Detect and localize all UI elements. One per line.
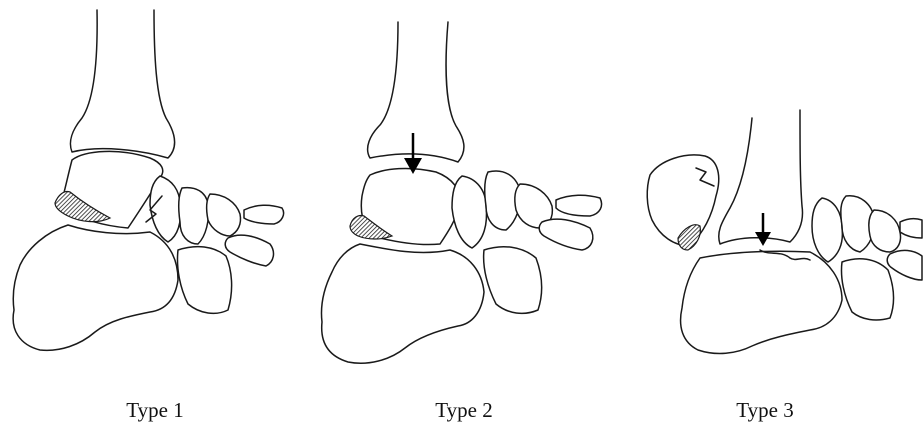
panel-type-1: [13, 10, 283, 350]
tibia-bone: [719, 110, 803, 244]
cuboid-bone: [484, 247, 542, 314]
metatarsal-bone-1: [556, 195, 602, 216]
cuboid-bone: [841, 259, 893, 320]
cuneiform-bone-3: [539, 219, 593, 250]
type-1-label: Type 1: [75, 398, 235, 423]
cuboid-bone: [177, 247, 231, 314]
cuneiform-bone-3: [225, 235, 273, 266]
calcaneus-bone: [681, 251, 842, 353]
panel-type-3: [647, 110, 922, 353]
cuneiform-bone-3: [887, 250, 922, 280]
navicular-bone: [150, 176, 181, 242]
navicular-bone: [812, 198, 842, 262]
cuneiform-bone-2: [207, 194, 241, 236]
navicular-bone: [452, 176, 486, 248]
cuneiform-bone-1: [179, 188, 209, 244]
panel-type-2: [321, 22, 601, 363]
type-2-label: Type 2: [384, 398, 544, 423]
calcaneus-bone: [13, 225, 178, 350]
tibia-bone: [70, 10, 174, 158]
calcaneus-bone: [321, 244, 484, 363]
tibia-bone: [368, 22, 464, 162]
cuneiform-bone-2: [869, 210, 901, 252]
metatarsal-bone-1: [244, 205, 284, 224]
type-3-label: Type 3: [685, 398, 845, 423]
metatarsal-bone-1: [900, 219, 922, 238]
